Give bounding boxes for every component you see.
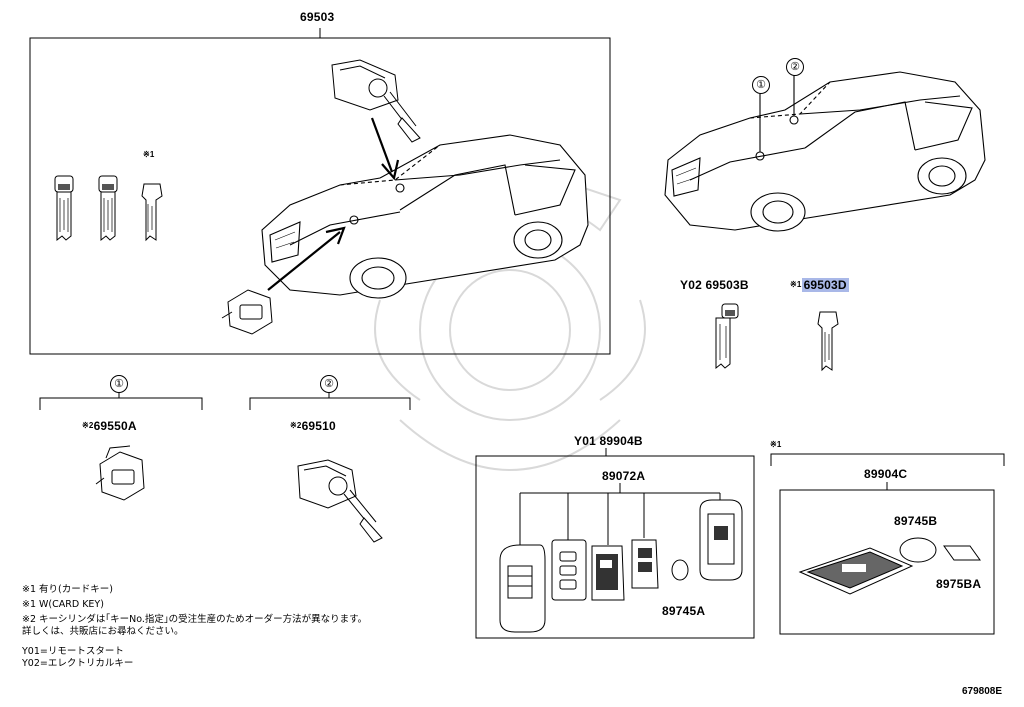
circuit-board-icon — [591, 545, 625, 601]
note-line: ※1 有り(カードキー) — [22, 584, 113, 595]
smart-key-back-icon — [699, 499, 743, 581]
card-key-icon — [141, 183, 163, 242]
card-key-mark: ※1 — [790, 280, 802, 289]
button-pad-icon — [551, 539, 587, 601]
card-group-mark-text: ※1 — [770, 440, 782, 449]
remote-label[interactable]: Y01 89904B — [574, 434, 643, 448]
electrical-key-icon — [715, 303, 739, 370]
group-bracket-1 — [39, 392, 203, 410]
remote-part: 89904B — [599, 434, 643, 448]
card-key-group — [770, 453, 1005, 635]
group2-part: 69510 — [301, 419, 336, 433]
key-y02-part: 69503B — [705, 278, 749, 292]
note-line: ※1 W(CARD KEY) — [22, 599, 104, 610]
coin-battery-icon-b — [899, 537, 937, 563]
group1-mark: ※2 — [82, 421, 94, 430]
remote-battery-part[interactable]: 89745A — [662, 604, 706, 618]
key-y02-code: Y02 — [680, 278, 702, 292]
notes-block: ※1 有り(カードキー) ※1 W(CARD KEY) ※2 キーシリンダは｢キ… — [22, 584, 367, 670]
key-icon-2 — [98, 175, 118, 242]
sticker-icon — [943, 545, 981, 561]
arrow-to-car-top — [370, 117, 400, 181]
card-key-part: 69503D — [801, 278, 849, 292]
callout-circle-1: ① — [752, 76, 770, 94]
group1-part: 69550A — [93, 419, 137, 433]
group-bracket-2 — [249, 392, 411, 410]
callout-circle-2: ② — [786, 58, 804, 76]
ignition-switch-icon — [297, 459, 383, 543]
card-part[interactable]: 89904C — [864, 467, 908, 481]
group2-mark: ※2 — [290, 421, 302, 430]
key-y02-label[interactable]: Y02 69503B — [680, 278, 749, 292]
key-icon-1 — [54, 175, 74, 242]
note-line: Y01=リモートスタート — [22, 646, 124, 657]
assembly-part-number[interactable]: 69503 — [300, 10, 335, 24]
remote-code: Y01 — [574, 434, 596, 448]
figure-reference: 679808E — [962, 686, 1003, 697]
smart-key-front-icon — [499, 544, 546, 633]
arrow-to-car-bottom — [267, 226, 346, 291]
car-illustration-left — [261, 134, 589, 299]
card-battery-part[interactable]: 89745B — [894, 514, 938, 528]
car-illustration-right — [664, 71, 986, 232]
key-case-icon — [631, 539, 659, 589]
key-mark-top-text: ※1 — [143, 150, 155, 159]
group2-label[interactable]: ※269510 — [290, 419, 336, 433]
group1-label[interactable]: ※269550A — [82, 419, 137, 433]
card-sticker-part[interactable]: 8975BA — [936, 577, 982, 591]
note-line: Y02=エレクトリカルキー — [22, 658, 134, 669]
door-cylinder-icon-bottom — [221, 289, 273, 335]
assembly-box-69503 — [29, 28, 611, 355]
door-cylinder-icon — [95, 445, 145, 501]
note-line: 詳しくは、共販店にお尋ねください。 — [22, 626, 184, 637]
card-key-body-icon — [798, 547, 914, 595]
group2-callout: ② — [320, 375, 338, 393]
remote-sub-part[interactable]: 89072A — [602, 469, 646, 483]
card-group-mark: ※1 — [770, 438, 782, 452]
key-mark-top: ※1 — [143, 148, 155, 162]
group1-callout: ① — [110, 375, 128, 393]
note-line: ※2 キーシリンダは｢キーNo.指定｣の受注生産のためオーダー方法が異なります。 — [22, 614, 368, 625]
remote-box — [475, 448, 755, 639]
ignition-switch-icon-top — [331, 59, 421, 143]
coin-battery-icon-a — [671, 559, 689, 581]
card-emergency-key-icon — [817, 311, 839, 372]
